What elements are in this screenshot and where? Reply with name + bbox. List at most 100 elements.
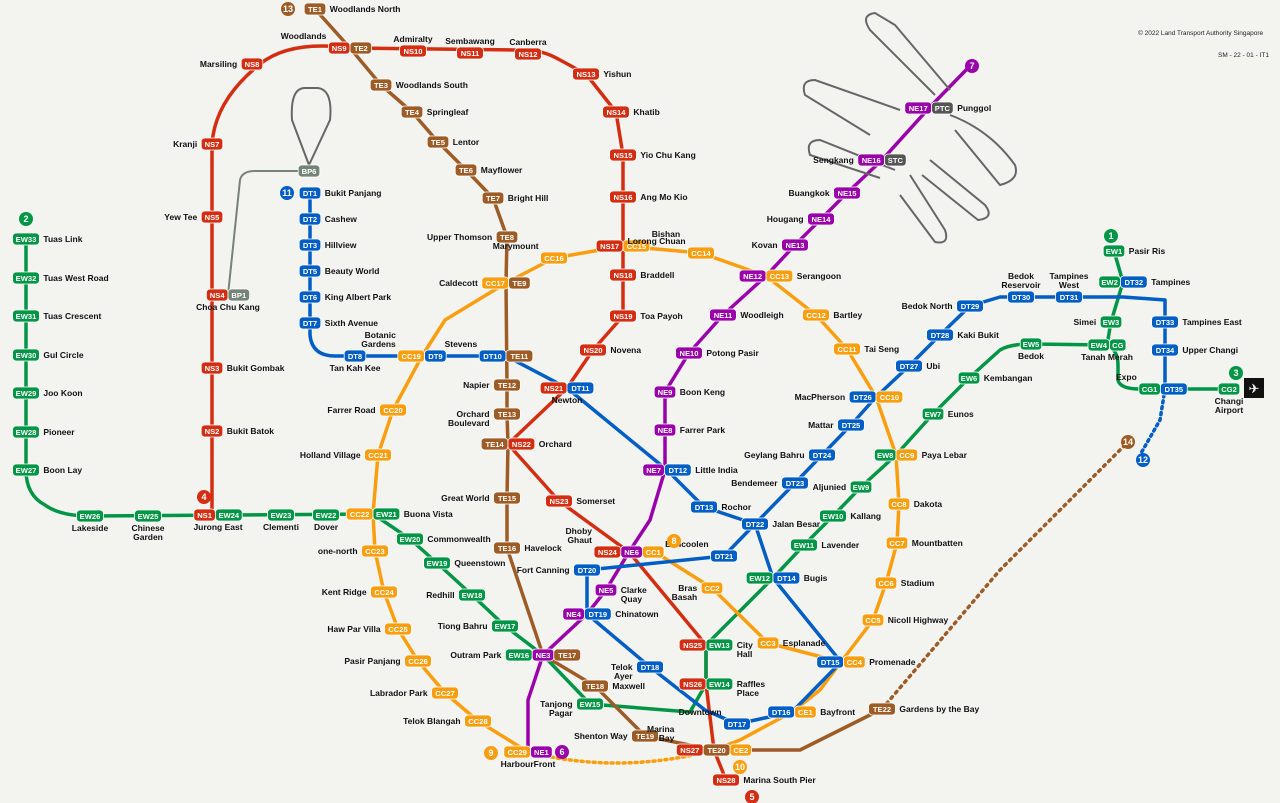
station-holland-village[interactable]: CC21: [364, 448, 392, 462]
station-bartley[interactable]: CC12: [802, 308, 830, 322]
station-simei[interactable]: EW3: [1099, 315, 1123, 329]
station-changi-airport[interactable]: CG2: [1217, 382, 1241, 396]
station-mountbatten[interactable]: CC7: [885, 536, 909, 550]
station-boon-lay[interactable]: EW27: [12, 463, 40, 477]
station-novena[interactable]: NS20: [579, 343, 607, 357]
station-marina-south-pier[interactable]: NS28: [712, 773, 740, 787]
station-telok-blangah[interactable]: CC28: [464, 714, 492, 728]
station-marsiling[interactable]: NS8: [240, 57, 264, 71]
station-springleaf[interactable]: TE4: [400, 105, 424, 119]
station-chinese-garden[interactable]: EW25: [134, 509, 162, 523]
station-gul-circle[interactable]: EW30: [12, 348, 40, 362]
station-potong-pasir[interactable]: NE10: [675, 346, 703, 360]
station-marymount[interactable]: CC16: [540, 251, 568, 265]
station-farrer-road[interactable]: CC20: [379, 403, 407, 417]
station-ang-mo-kio[interactable]: NS16: [609, 190, 637, 204]
station-canberra[interactable]: NS12: [514, 47, 542, 61]
station-eunos[interactable]: EW7: [921, 407, 945, 421]
station-tampines-west[interactable]: DT31: [1055, 290, 1083, 304]
station-woodlands-south[interactable]: TE3: [369, 78, 393, 92]
station-dakota[interactable]: CC8: [887, 497, 911, 511]
station-sixth-avenue[interactable]: DT7: [298, 316, 322, 330]
station-mattar[interactable]: DT25: [837, 418, 865, 432]
station-bedok-north[interactable]: DT29: [956, 299, 984, 313]
station-toa-payoh[interactable]: NS19: [609, 309, 637, 323]
station-napier[interactable]: TE12: [493, 378, 521, 392]
station-kallang[interactable]: EW10: [819, 509, 847, 523]
station-lakeside[interactable]: EW26: [76, 509, 104, 523]
station-bedok-reservoir[interactable]: DT30: [1007, 290, 1035, 304]
station-farrer-park[interactable]: NE8: [653, 423, 677, 437]
station-one-north[interactable]: CC23: [361, 544, 389, 558]
station-upper-thomson[interactable]: TE8: [495, 230, 519, 244]
station-telok-ayer[interactable]: DT18: [636, 660, 664, 674]
station-haw-par-villa[interactable]: CC25: [384, 622, 412, 636]
station-labrador-park[interactable]: CC27: [431, 686, 459, 700]
station-queenstown[interactable]: EW19: [423, 556, 451, 570]
station-rochor[interactable]: DT13: [690, 500, 718, 514]
station-cashew[interactable]: DT2: [298, 212, 322, 226]
station-tanjong-pagar[interactable]: EW15: [576, 697, 604, 711]
station-esplanade[interactable]: CC3: [756, 636, 780, 650]
station-yio-chu-kang[interactable]: NS15: [609, 148, 637, 162]
station-buangkok[interactable]: NE15: [833, 186, 861, 200]
station-pasir-ris[interactable]: EW1: [1102, 244, 1126, 258]
station-gardens-by-the-bay[interactable]: TE22: [868, 702, 896, 716]
station-bendemeer[interactable]: DT23: [781, 476, 809, 490]
station-kembangan[interactable]: EW6: [957, 371, 981, 385]
station-kovan[interactable]: NE13: [781, 238, 809, 252]
station-tampines-east[interactable]: DT33: [1151, 315, 1179, 329]
station-ubi[interactable]: DT27: [895, 359, 923, 373]
station-bright-hill[interactable]: TE7: [481, 191, 505, 205]
station-nicoll-highway[interactable]: CC5: [861, 613, 885, 627]
station-hougang[interactable]: NE14: [807, 212, 835, 226]
station-kaki-bukit[interactable]: DT28: [926, 328, 954, 342]
station-lentor[interactable]: TE5: [426, 135, 450, 149]
station-beauty-world[interactable]: DT5: [298, 264, 322, 278]
station-dover[interactable]: EW22: [312, 508, 340, 522]
station-bp6[interactable]: BP6: [297, 164, 321, 178]
station-bencoolen[interactable]: DT21: [710, 549, 738, 563]
station-boon-keng[interactable]: NE9: [653, 385, 677, 399]
station-somerset[interactable]: NS23: [545, 494, 573, 508]
station-aljunied[interactable]: EW9: [849, 480, 873, 494]
station-kent-ridge[interactable]: CC24: [370, 585, 398, 599]
station-khatib[interactable]: NS14: [602, 105, 630, 119]
station-yishun[interactable]: NS13: [572, 67, 600, 81]
station-sembawang[interactable]: NS11: [456, 46, 484, 60]
station-admiralty[interactable]: NS10: [399, 44, 427, 58]
station-lorong-chuan[interactable]: CC14: [687, 246, 715, 260]
station-jalan-besar[interactable]: DT22: [741, 517, 769, 531]
station-redhill[interactable]: EW18: [458, 588, 486, 602]
station-joo-koon[interactable]: EW29: [12, 386, 40, 400]
station-fort-canning[interactable]: DT20: [573, 563, 601, 577]
station-woodlands-north[interactable]: TE1: [303, 2, 327, 16]
station-woodleigh[interactable]: NE11: [709, 308, 737, 322]
station-kranji[interactable]: NS7: [200, 137, 224, 151]
station-braddell[interactable]: NS18: [609, 268, 637, 282]
station-lavender[interactable]: EW11: [790, 538, 818, 552]
station-maxwell[interactable]: TE18: [581, 679, 609, 693]
station-hillview[interactable]: DT3: [298, 238, 322, 252]
station-great-world[interactable]: TE15: [493, 491, 521, 505]
